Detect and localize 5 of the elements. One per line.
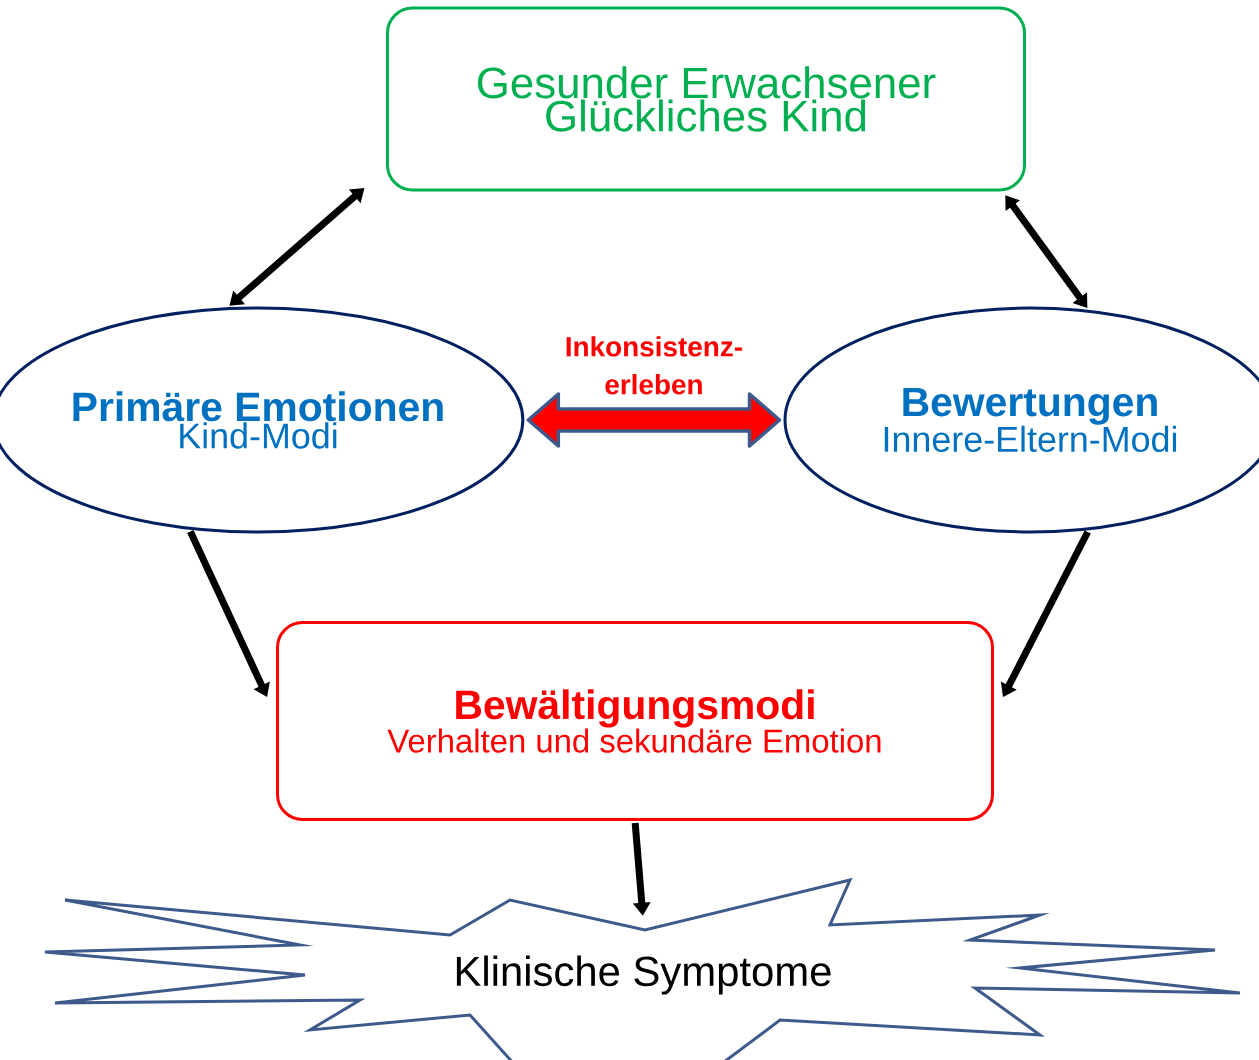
edge-label: Inkonsistenz- erleben: [566, 336, 742, 395]
rounded-box: Bewältigungsmodi Verhalten und sekundäre Emotion: [276, 621, 994, 821]
starburst: Klinische Symptome: [43, 877, 1242, 1060]
arrow: [526, 392, 782, 448]
rounded-box: Gesunder Erwachsener Glückliches Kind: [386, 6, 1026, 192]
